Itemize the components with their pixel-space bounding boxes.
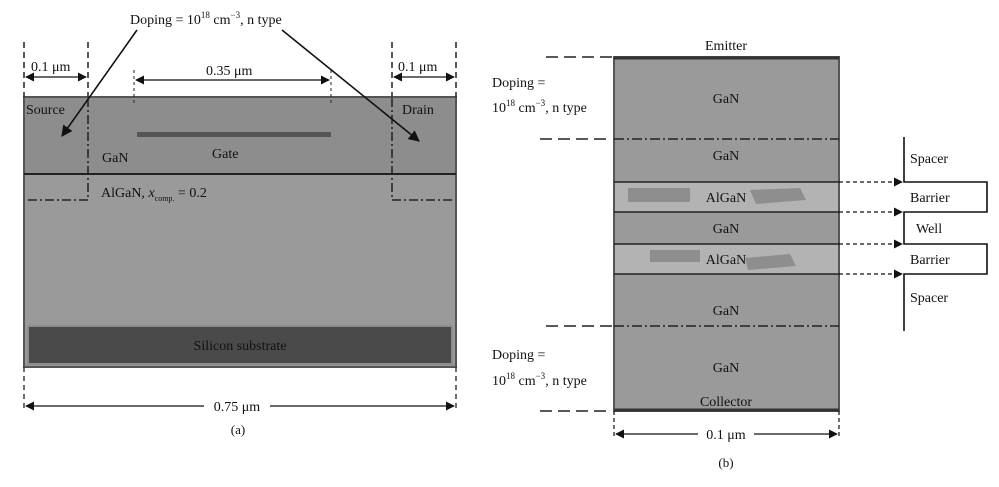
spacer-top-label: Spacer [910, 152, 948, 167]
gan-well-label: GaN [713, 222, 739, 237]
silicon-substrate-layer [27, 325, 453, 365]
doping-top-line2: 1018 cm−3, n type [492, 98, 587, 116]
hemt-diagram: Doping = 1018 cm−3, n type 0.1 μm 0.35 μ… [23, 10, 457, 437]
gan-spacer-top-label: GaN [713, 149, 739, 164]
drain-label: Drain [402, 103, 434, 118]
drain-width-label: 0.1 μm [398, 60, 438, 75]
gan-spacer-bottom-label: GaN [713, 304, 739, 319]
doping-bottom-line1: Doping = [492, 348, 546, 363]
caption-a: (a) [231, 422, 245, 437]
source-region-outline [26, 98, 89, 201]
doping-top-line1: Doping = [492, 76, 546, 91]
barrier-top-label: Barrier [910, 191, 950, 206]
gan-emitter-label: GaN [713, 92, 739, 107]
gate-electrode [137, 132, 331, 137]
doping-arrow-source [61, 29, 138, 137]
barrier-bottom-label: Barrier [910, 253, 950, 268]
well-label: Well [916, 222, 942, 237]
doping-arrow-drain [281, 29, 420, 142]
doping-bottom-line2: 1018 cm−3, n type [492, 371, 587, 389]
gan-cap-label: GaN [102, 151, 128, 166]
total-width-label: 0.75 μm [214, 400, 261, 415]
substrate-label: Silicon substrate [194, 339, 287, 354]
source-width-label: 0.1 μm [31, 60, 71, 75]
source-label: Source [26, 103, 65, 118]
collector-label: Collector [700, 395, 752, 410]
gate-length-label: 0.35 μm [206, 64, 253, 79]
gate-label: Gate [212, 147, 238, 162]
doping-label-a: Doping = 1018 cm−3, n type [130, 10, 282, 28]
barrier-texture-top [628, 188, 806, 204]
width-label: 0.1 μm [706, 428, 746, 443]
emitter-label: Emitter [705, 39, 747, 54]
band-profile [903, 137, 988, 331]
rtd-column [614, 57, 839, 411]
algan-label: AlGaN, xcomp. = 0.2 [101, 186, 207, 203]
caption-b: (b) [718, 455, 733, 470]
spacer-bottom-label: Spacer [910, 291, 948, 306]
barrier-texture-bottom [650, 250, 796, 270]
algan-barrier-top-label: AlGaN [706, 191, 746, 206]
drain-region-outline [391, 98, 454, 201]
gan-collector-label: GaN [713, 361, 739, 376]
algan-barrier-bottom-label: AlGaN [706, 253, 746, 268]
rtd-diagram: Emitter Doping = 1018 cm−3, n type GaN G… [492, 39, 988, 470]
